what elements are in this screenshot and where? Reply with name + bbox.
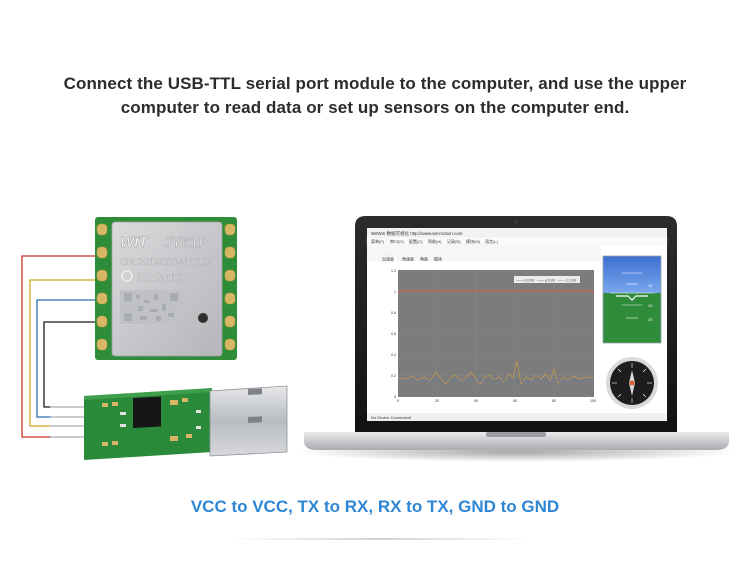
cert-label: ISO9001 <box>136 270 187 285</box>
model-label: JY61P <box>164 234 208 251</box>
divider <box>230 538 530 540</box>
wire-vcc <box>21 255 95 438</box>
svg-text:1.2: 1.2 <box>391 269 396 273</box>
wire-tx <box>29 279 95 427</box>
laptop: WitWin 数据可视化 http://www.wit-motion.com 菜… <box>296 216 736 462</box>
svg-text:0.4: 0.4 <box>391 353 396 357</box>
svg-text:语言(L): 语言(L) <box>485 238 499 244</box>
svg-text:10: 10 <box>648 303 653 308</box>
mounting-dot <box>198 313 208 323</box>
svg-text:20: 20 <box>435 399 439 403</box>
brand-logo: WIT <box>120 234 149 251</box>
compass-gauge <box>606 357 658 409</box>
svg-text:0: 0 <box>397 399 399 403</box>
castellated-pads <box>96 223 236 351</box>
svg-text:加速度: 加速度 <box>382 256 394 262</box>
svg-text:磁场: 磁场 <box>434 256 442 262</box>
svg-text:100: 100 <box>590 399 596 403</box>
svg-text:角度: 角度 <box>420 256 428 262</box>
svg-text:帮助(H): 帮助(H) <box>428 238 442 244</box>
svg-text:1: 1 <box>394 290 396 294</box>
svg-text:—— y:0.00: —— y:0.00 <box>537 279 555 283</box>
tab-bar: 加速度 角速度 角度 磁场 <box>379 256 442 263</box>
serial-label: SN:2019010410105 <box>120 256 214 268</box>
svg-text:0.6: 0.6 <box>391 332 396 336</box>
chart-legend: —— x:0.00 —— y:0.00 —— z:1.00 <box>514 276 580 283</box>
series-y <box>397 378 595 383</box>
x-axis-ticks: 0 20 40 60 80 100 <box>397 399 596 403</box>
svg-text:10: 10 <box>648 283 653 288</box>
svg-text:0.8: 0.8 <box>391 311 396 315</box>
qr-code <box>120 290 182 324</box>
svg-text:60: 60 <box>513 399 517 403</box>
svg-text:串口(O): 串口(O) <box>390 238 404 244</box>
svg-text:0.2: 0.2 <box>391 374 396 378</box>
connection-wires <box>21 255 95 438</box>
headline-line-2: computer to read data or set up sensors … <box>120 98 630 117</box>
svg-text:配置(C): 配置(C) <box>409 238 423 244</box>
svg-text:0: 0 <box>394 395 396 399</box>
usb-ttl-adapter <box>50 385 288 460</box>
status-bar-text: No Device Connected! <box>371 415 411 420</box>
svg-text:模块(M): 模块(M) <box>466 238 481 244</box>
svg-text:40: 40 <box>474 399 478 403</box>
svg-text:—— z:1.00: —— z:1.00 <box>558 279 576 283</box>
window-title: WitWin 数据可视化 http://www.wit-motion.com <box>371 230 463 237</box>
svg-text:菜单(F): 菜单(F) <box>371 238 385 244</box>
headline: Connect the USB-TTL serial port module t… <box>0 72 750 120</box>
headline-line-1: Connect the USB-TTL serial port module t… <box>63 74 687 93</box>
svg-text:80: 80 <box>552 399 556 403</box>
attitude-indicator: 10 10 20 <box>602 255 662 344</box>
laptop-base <box>304 432 729 450</box>
laptop-screen: WitWin 数据可视化 http://www.wit-motion.com 菜… <box>366 228 668 421</box>
svg-text:记录(R): 记录(R) <box>447 238 461 244</box>
wiring-caption: VCC to VCC, TX to RX, RX to TX, GND to G… <box>190 497 560 516</box>
webcam <box>514 220 518 224</box>
sensor-module: WIT JY61P SN:2019010410105 ISO9001 <box>95 217 237 360</box>
svg-text:—— x:0.00: —— x:0.00 <box>516 279 534 283</box>
menu-bar: 菜单(F) 串口(O) 配置(C) 帮助(H) 记录(R) 模块(M) 语言(L… <box>371 238 499 244</box>
svg-text:角速度: 角速度 <box>402 256 414 262</box>
header-pins <box>50 406 88 438</box>
y-axis-ticks: 1.2 1 0.8 0.6 0.4 0.2 0 <box>391 269 396 399</box>
wire-gnd <box>43 321 95 408</box>
series-x <box>397 360 595 386</box>
wire-rx <box>36 299 95 418</box>
svg-text:20: 20 <box>648 317 653 322</box>
